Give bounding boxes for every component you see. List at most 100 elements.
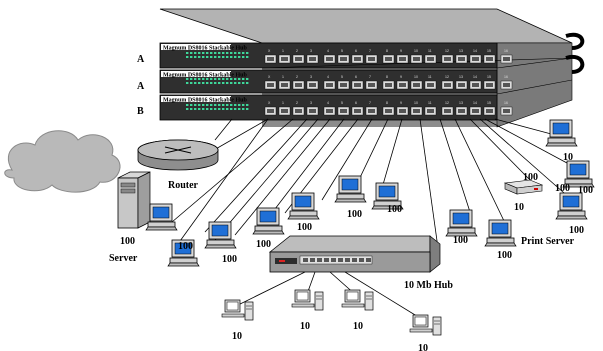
port-number: 1 (282, 49, 284, 53)
workstation-icon (545, 119, 578, 147)
port-number: 12 (445, 49, 449, 53)
port-number: 12 (445, 75, 449, 79)
port-number: 7 (369, 49, 371, 53)
speed-label: 100 (297, 222, 312, 233)
cables (171, 118, 581, 249)
port-number: 9 (400, 49, 402, 53)
port-number: 2 (296, 49, 298, 53)
speed-label: 10 (353, 321, 363, 332)
stack-letter-1: A (137, 54, 145, 65)
print-server-label: Print Server (521, 236, 575, 247)
speed-label: 100 (497, 250, 512, 261)
port-number: X (268, 101, 271, 105)
router-label: Router (168, 180, 199, 191)
speed-label: 100 (523, 172, 538, 183)
speed-label: 10 (514, 202, 524, 213)
speed-label: 10 (418, 343, 428, 351)
port-number: 16 (504, 49, 508, 53)
workstation-icon (145, 203, 178, 231)
port-number: 8 (386, 75, 388, 79)
port-number: 8 (386, 101, 388, 105)
port-number: 6 (355, 75, 357, 79)
port-number: 14 (473, 49, 477, 53)
workstation-icon (445, 209, 478, 237)
port-number: 4 (327, 49, 329, 53)
ten-mb-hub-label: 10 Mb Hub (404, 280, 453, 291)
port-number: 16 (504, 75, 508, 79)
port-number: 13 (459, 101, 463, 105)
port-number: 3 (310, 101, 312, 105)
speed-label: 100 (256, 239, 271, 250)
port-number: 5 (341, 75, 343, 79)
hub-stack: Magnum DS8016 Stackable Hub Magnum DS801… (159, 8, 585, 128)
port-number: 8 (386, 49, 388, 53)
speed-labels: 10 100 100 100 100 100 100 100 100 100 100 10 100 100… (120, 152, 593, 351)
speed-label: 100 (453, 235, 468, 246)
port-number: 7 (369, 75, 371, 79)
workstation-icon (221, 299, 254, 321)
speed-label: 100 (569, 225, 584, 236)
speed-label: 100 (387, 204, 402, 215)
workstation-icon (341, 289, 374, 311)
workstation-icon (334, 175, 367, 203)
port-number: 15 (487, 101, 491, 105)
port-number: 2 (296, 101, 298, 105)
cloud-icon (4, 130, 121, 193)
workstation-icon (252, 207, 285, 235)
port-number: 12 (445, 101, 449, 105)
speed-label: 100 (347, 209, 362, 220)
port-number: X (268, 49, 271, 53)
speed-label: 10 (232, 331, 242, 342)
port-number: 16 (504, 101, 508, 105)
port-number: 1 (282, 101, 284, 105)
port-number: 15 (487, 49, 491, 53)
stack-letter-3: B (137, 106, 144, 117)
server-tower-icon (117, 171, 151, 229)
speed-label: 10 (563, 152, 573, 163)
port-number: 11 (428, 75, 432, 79)
server-label: Server (109, 253, 138, 264)
router-icon (137, 139, 219, 171)
port-number: X (268, 75, 271, 79)
port-number: 10 (414, 101, 418, 105)
workstation-icon (291, 289, 324, 311)
workstation-icon (204, 221, 237, 249)
workstation-icon (484, 219, 517, 247)
port-number: 4 (327, 75, 329, 79)
port-number: 6 (355, 49, 357, 53)
stack-letter-2: A (137, 81, 145, 92)
speed-label: 100 (222, 254, 237, 265)
hub-icon (268, 235, 441, 273)
port-number: 13 (459, 75, 463, 79)
port-number: 13 (459, 49, 463, 53)
hub-3-label: Magnum DS8016 Stackable Hub (163, 98, 248, 104)
speed-label: 100 (178, 241, 193, 252)
port-number: 7 (369, 101, 371, 105)
port-number: 3 (310, 49, 312, 53)
hub-2-label: Magnum DS8016 Stackable Hub (163, 73, 248, 79)
port-number: 1 (282, 75, 284, 79)
speed-label: 100 (578, 185, 593, 196)
workstation-icon (409, 314, 442, 336)
port-number: 10 (414, 49, 418, 53)
port-number: 5 (341, 101, 343, 105)
port-number: 6 (355, 101, 357, 105)
speed-label: 100 (555, 183, 570, 194)
print-server-icon (503, 179, 544, 195)
workstation-icon (287, 192, 320, 220)
speed-label: 10 (300, 321, 310, 332)
port-number: 11 (428, 49, 432, 53)
port-number: 14 (473, 75, 477, 79)
port-number: 4 (327, 101, 329, 105)
speed-label: 100 (120, 236, 135, 247)
hub-1-label: Magnum DS8016 Stackable Hub (163, 46, 248, 52)
port-number: 10 (414, 75, 418, 79)
port-number: 9 (400, 75, 402, 79)
port-number: 5 (341, 49, 343, 53)
port-number: 11 (428, 101, 432, 105)
port-number: 2 (296, 75, 298, 79)
port-number: 3 (310, 75, 312, 79)
port-number: 9 (400, 101, 402, 105)
